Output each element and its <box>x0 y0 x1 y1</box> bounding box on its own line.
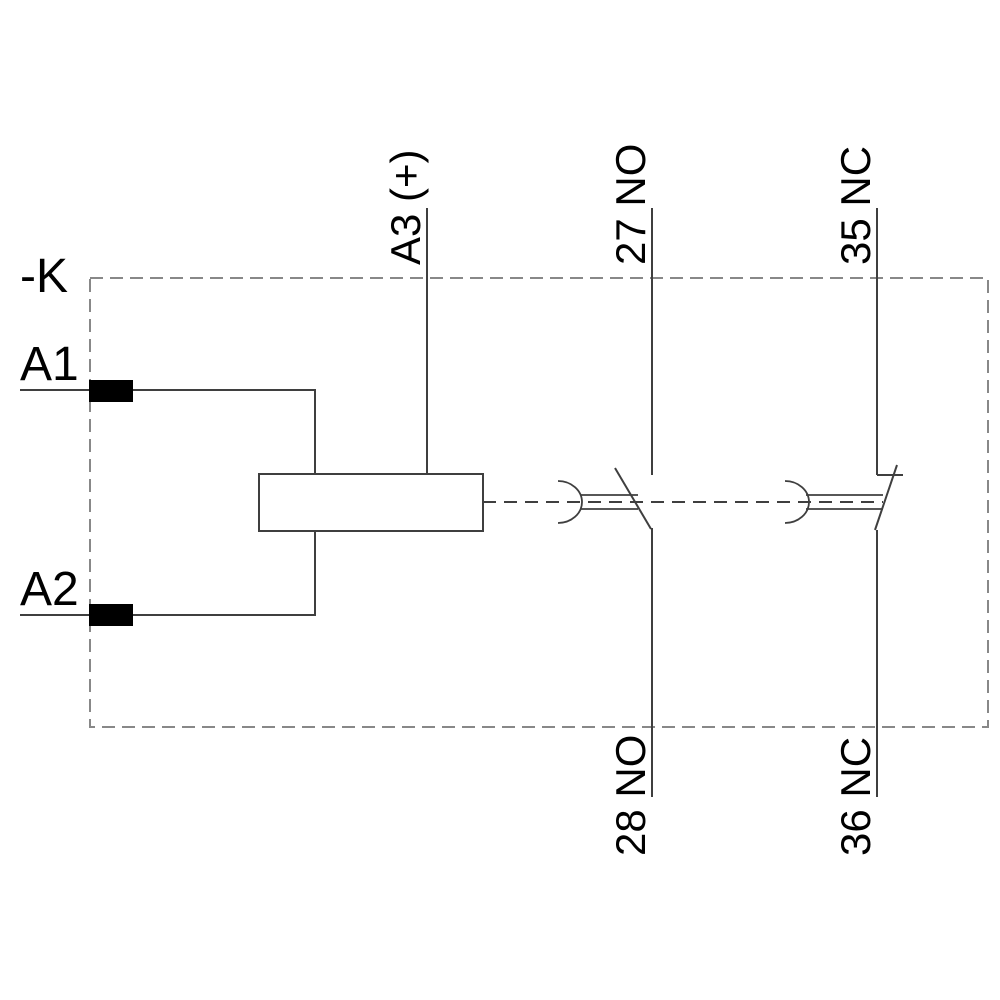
device-boundary-dashed-box <box>89 277 989 728</box>
coil-symbol <box>258 473 484 532</box>
no-contact-blade <box>614 467 652 530</box>
nc-contact-blade <box>874 464 898 531</box>
no-actuator-arc <box>557 480 583 524</box>
a1-terminal-block <box>89 380 133 402</box>
nc-bottom-terminal-label: 36 NC <box>832 737 879 856</box>
device-label: -K <box>20 250 68 303</box>
nc-actuator-arc <box>784 480 810 524</box>
a2-terminal-label: A2 <box>20 563 79 616</box>
a1-wire <box>20 389 316 474</box>
a2-terminal-block <box>89 604 133 626</box>
no-top-terminal-label: 27 NO <box>607 144 654 265</box>
a3-terminal-label: A3 (+) <box>382 149 429 265</box>
nc-top-terminal-label: 35 NC <box>832 146 879 265</box>
a1-terminal-label: A1 <box>20 338 79 391</box>
no-bottom-terminal-label: 28 NO <box>607 735 654 856</box>
